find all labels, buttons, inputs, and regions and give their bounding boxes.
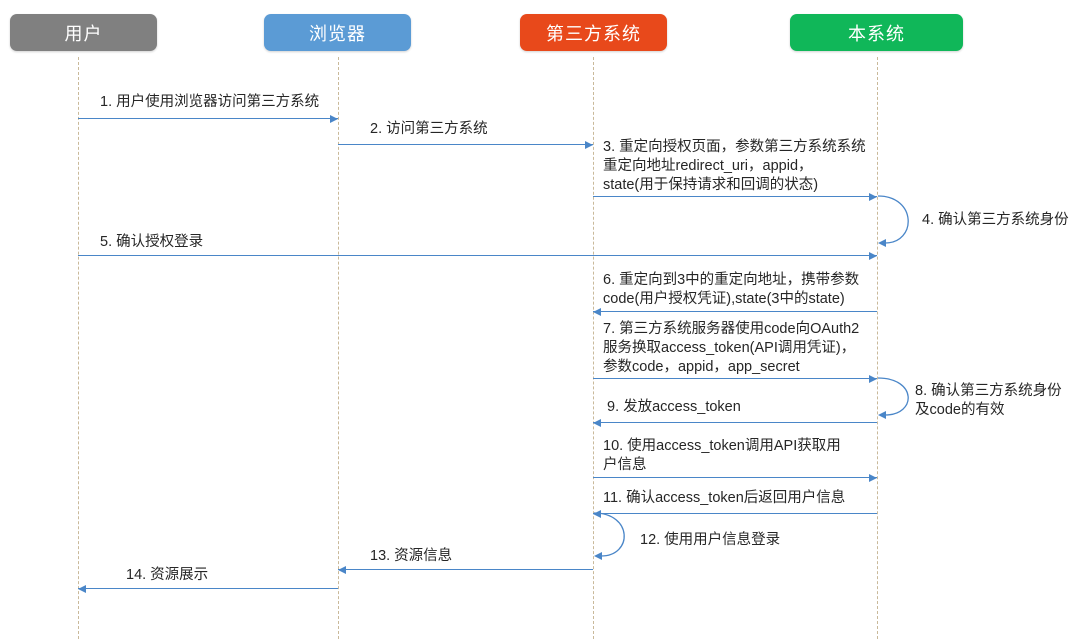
lifeline-system xyxy=(877,57,878,639)
arrow-head-9-icon xyxy=(593,418,601,427)
message-label-14: 14. 资源展示 xyxy=(126,566,208,585)
message-label-line: 重定向地址redirect_uri，appid， xyxy=(603,158,813,174)
message-label-line: 5. 确认授权登录 xyxy=(100,234,204,250)
arrow-head-2-icon xyxy=(585,140,593,149)
message-label-line: 14. 资源展示 xyxy=(126,567,209,583)
participant-third[interactable]: 第三方系统 xyxy=(520,14,667,51)
message-line-11 xyxy=(593,513,877,514)
message-label-line: 13. 资源信息 xyxy=(370,548,453,564)
participant-label: 第三方系统 xyxy=(546,23,641,44)
message-label-10: 10. 使用access_token调用API获取用户信息 xyxy=(603,437,841,475)
message-label-line: 服务换取access_token(API调用凭证)， xyxy=(603,340,856,356)
message-label-6: 6. 重定向到3中的重定向地址，携带参数 code(用户授权凭证),state(3… xyxy=(603,271,859,309)
message-label-2: 2. 访问第三方系统 xyxy=(370,120,488,139)
self-message-8 xyxy=(877,368,931,425)
arrow-head-10-icon xyxy=(869,473,877,482)
lifeline-third xyxy=(593,57,594,639)
participant-label: 用户 xyxy=(64,23,103,44)
message-line-7 xyxy=(593,378,877,379)
message-line-1 xyxy=(78,118,338,119)
participant-label: 浏览器 xyxy=(309,23,366,44)
participant-label: 本系统 xyxy=(848,23,905,44)
arrow-head-14-icon xyxy=(78,584,86,593)
message-label-5: 5. 确认授权登录 xyxy=(100,233,203,252)
message-label-line: 6. 重定向到3中的重定向地址，携带参数 xyxy=(603,272,860,288)
message-label-line: 参数code，appid，app_secret xyxy=(603,359,800,375)
message-label-line: 2. 访问第三方系统 xyxy=(370,121,488,137)
message-label-line: 4. 确认第三方系统身份 xyxy=(922,212,1069,228)
message-label-3: 3. 重定向授权页面，参数第三方系统系统重定向地址redirect_uri，ap… xyxy=(603,138,866,195)
participant-system[interactable]: 本系统 xyxy=(790,14,963,51)
message-line-10 xyxy=(593,477,877,478)
message-line-9 xyxy=(593,422,877,423)
message-line-2 xyxy=(338,144,593,145)
self-message-4 xyxy=(877,186,931,253)
message-label-7: 7. 第三方系统服务器使用code向OAuth2 服务换取access_token… xyxy=(603,320,859,377)
arrow-head-13-icon xyxy=(338,565,346,574)
message-label-line: 8. 确认第三方系统身份 xyxy=(915,383,1062,399)
lifeline-user xyxy=(78,57,79,639)
arrow-head-1-icon xyxy=(330,114,338,123)
message-label-line: state(用于保持请求和回调的状态) xyxy=(603,177,819,193)
message-label-8: 8. 确认第三方系统身份及code的有效 xyxy=(915,382,1062,420)
message-line-5 xyxy=(78,255,877,256)
lifeline-browser xyxy=(338,57,339,639)
message-label-line: 3. 重定向授权页面，参数第三方系统系统 xyxy=(603,139,866,155)
message-label-9: 9. 发放access_token xyxy=(607,398,741,417)
arrow-head-5-icon xyxy=(869,251,877,260)
arrow-head-3-icon xyxy=(869,192,877,201)
message-label-line: 7. 第三方系统服务器使用code向OAuth2 xyxy=(603,321,860,337)
message-label-line: 户信息 xyxy=(603,457,647,473)
message-line-6 xyxy=(593,311,877,312)
message-line-13 xyxy=(338,569,593,570)
message-label-line: 11. 确认access_token后返回用户信息 xyxy=(603,490,846,506)
participant-browser[interactable]: 浏览器 xyxy=(264,14,411,51)
message-label-12: 12. 使用用户信息登录 xyxy=(640,531,780,550)
message-label-line: 10. 使用access_token调用API获取用 xyxy=(603,438,841,454)
self-message-12 xyxy=(593,503,647,566)
arrow-head-7-icon xyxy=(869,374,877,383)
message-label-11: 11. 确认access_token后返回用户信息 xyxy=(603,489,845,508)
participant-user[interactable]: 用户 xyxy=(10,14,157,51)
message-label-line: 1. 用户使用浏览器访问第三方系统 xyxy=(100,94,320,110)
message-label-line: 12. 使用用户信息登录 xyxy=(640,532,781,548)
message-line-3 xyxy=(593,196,877,197)
message-label-1: 1. 用户使用浏览器访问第三方系统 xyxy=(100,93,319,112)
message-label-13: 13. 资源信息 xyxy=(370,547,452,566)
message-label-line: 及code的有效 xyxy=(915,402,1005,418)
message-label-4: 4. 确认第三方系统身份 xyxy=(922,211,1069,230)
arrow-head-6-icon xyxy=(593,307,601,316)
message-label-line: 9. 发放access_token xyxy=(607,399,741,415)
message-label-line: code(用户授权凭证),state(3中的state) xyxy=(603,291,845,307)
message-line-14 xyxy=(78,588,338,589)
